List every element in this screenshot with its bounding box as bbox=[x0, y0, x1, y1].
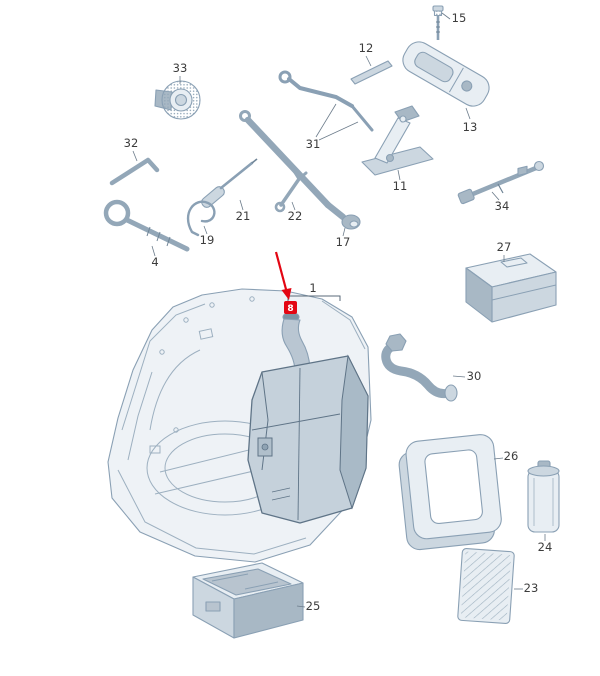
part-drawing-12 bbox=[350, 60, 393, 85]
part-label-27[interactable]: 27 bbox=[497, 240, 512, 254]
part-label-26[interactable]: 26 bbox=[504, 449, 519, 463]
part-label-23[interactable]: 23 bbox=[524, 581, 539, 595]
part-labels: 15 33 12 13 32 31 11 34 21 22 19 4 17 27… bbox=[124, 11, 553, 613]
part-label-25[interactable]: 25 bbox=[306, 599, 321, 613]
part-drawing-19 bbox=[186, 200, 216, 237]
part-label-30[interactable]: 30 bbox=[467, 369, 482, 383]
part-label-19[interactable]: 19 bbox=[200, 233, 215, 247]
part-label-13[interactable]: 13 bbox=[463, 120, 478, 134]
highlight-group: 8 bbox=[274, 251, 297, 314]
part-drawing-15 bbox=[432, 5, 444, 40]
part-label-34[interactable]: 34 bbox=[495, 199, 510, 213]
part-drawing-25 bbox=[192, 562, 304, 639]
highlight-arrow bbox=[274, 251, 289, 294]
part-label-12[interactable]: 12 bbox=[359, 41, 374, 55]
part-drawing-24 bbox=[527, 460, 560, 533]
part-drawing-21 bbox=[201, 158, 258, 208]
part-drawing-26 bbox=[398, 434, 502, 551]
selected-part-marker-label[interactable]: 8 bbox=[287, 304, 293, 314]
part-drawing-34 bbox=[457, 160, 545, 205]
part-label-4[interactable]: 4 bbox=[151, 255, 158, 269]
part-label-33[interactable]: 33 bbox=[173, 61, 188, 75]
part-drawing-4 bbox=[103, 199, 190, 252]
part-label-21[interactable]: 21 bbox=[236, 209, 251, 223]
part-label-11[interactable]: 11 bbox=[393, 179, 408, 193]
part-label-22[interactable]: 22 bbox=[288, 209, 303, 223]
part-drawing-33 bbox=[154, 80, 201, 120]
part-drawing-11 bbox=[361, 105, 434, 176]
part-label-31[interactable]: 31 bbox=[306, 137, 321, 151]
part-drawing-32 bbox=[109, 157, 160, 186]
highlight-arrowhead bbox=[281, 288, 292, 300]
part-drawing-17 bbox=[239, 110, 361, 230]
part-label-15[interactable]: 15 bbox=[452, 11, 467, 25]
part-drawing-23 bbox=[457, 547, 515, 625]
part-drawing-27 bbox=[465, 165, 557, 323]
part-drawing-30 bbox=[381, 333, 458, 402]
part-drawing-reservoir bbox=[247, 311, 369, 524]
part-label-17[interactable]: 17 bbox=[336, 235, 351, 249]
part-drawing-13 bbox=[402, 41, 490, 107]
part-label-1[interactable]: 1 bbox=[309, 281, 316, 295]
part-label-32[interactable]: 32 bbox=[124, 136, 139, 150]
selected-part-marker[interactable] bbox=[284, 301, 297, 314]
part-drawing-31 bbox=[278, 70, 374, 132]
leader-lines bbox=[132, 12, 546, 608]
part-label-24[interactable]: 24 bbox=[538, 540, 553, 554]
